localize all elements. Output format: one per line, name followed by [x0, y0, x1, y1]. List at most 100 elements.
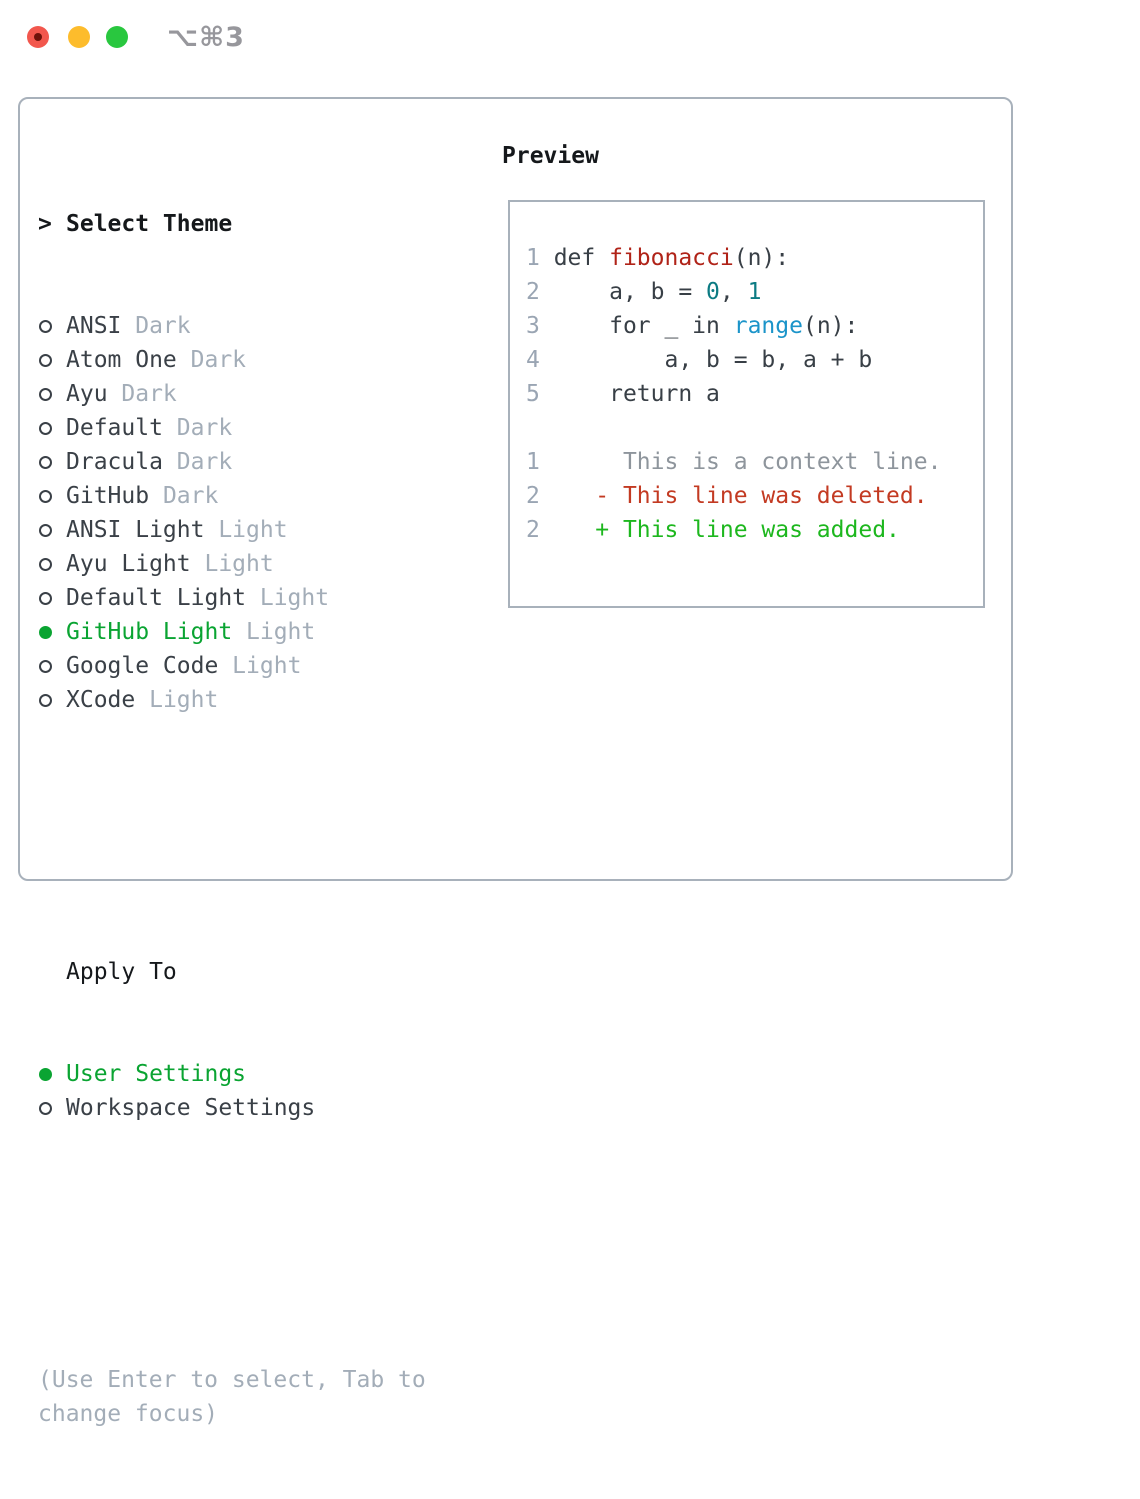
theme-variant-tag: Light	[232, 619, 316, 645]
code-segment-code: def	[553, 245, 610, 271]
code-segment-code: a, b =	[553, 279, 707, 305]
theme-option-ayu[interactable]: Ayu Dark	[38, 377, 478, 411]
code-segment-fn: fibonacci	[609, 245, 734, 271]
select-theme-header: > Select Theme	[38, 207, 478, 241]
theme-option-default-light[interactable]: Default Light Light	[38, 581, 478, 615]
apply-to-title: Apply To	[66, 959, 177, 985]
window-titlebar: ⌥⌘3	[0, 0, 1140, 74]
radio-icon	[38, 1091, 66, 1125]
code-segment-ctx: This is a context line.	[622, 449, 942, 475]
theme-variant-tag: Dark	[176, 347, 247, 373]
theme-name: ANSI	[66, 313, 122, 339]
radio-selected-icon	[38, 615, 66, 649]
preview-title: Preview	[502, 143, 599, 169]
theme-option-ansi[interactable]: ANSI Dark	[38, 309, 478, 343]
code-line	[526, 411, 941, 445]
code-line: 2 + This line was added.	[526, 513, 941, 547]
section-gap	[38, 1227, 478, 1261]
theme-name: Default Light	[66, 585, 247, 611]
theme-option-github[interactable]: GitHub Dark	[38, 479, 478, 513]
radio-icon	[38, 411, 66, 445]
theme-name: XCode	[66, 687, 136, 713]
apply-option-label: Workspace Settings	[66, 1095, 316, 1121]
window-title-shortcut: ⌥⌘3	[167, 22, 245, 53]
code-segment-code: (n):	[802, 313, 859, 339]
code-line: 5 return a	[526, 377, 941, 411]
code-segment-num: 1	[747, 279, 762, 305]
code-segment-ln: 3	[526, 313, 554, 339]
theme-variant-tag: Light	[204, 517, 288, 543]
code-segment-call: range	[733, 313, 803, 339]
code-segment-del: - This line was deleted.	[595, 483, 928, 509]
theme-option-ayu-light[interactable]: Ayu Light Light	[38, 547, 478, 581]
theme-name: Ayu	[66, 381, 108, 407]
theme-name: Atom One	[66, 347, 177, 373]
theme-option-atom-one[interactable]: Atom One Dark	[38, 343, 478, 377]
select-theme-title: Select Theme	[66, 211, 233, 237]
radio-icon	[38, 581, 66, 615]
theme-name: GitHub Light	[66, 619, 233, 645]
theme-variant-tag: Dark	[149, 483, 219, 509]
theme-variant-tag: Light	[218, 653, 302, 679]
code-segment-ln: 2	[526, 483, 554, 509]
radio-icon	[38, 513, 66, 547]
apply-option-workspace-settings[interactable]: Workspace Settings	[38, 1091, 478, 1125]
radio-icon	[38, 445, 66, 479]
code-segment-ln: 2	[526, 517, 554, 543]
code-line: 2 - This line was deleted.	[526, 479, 941, 513]
theme-option-xcode[interactable]: XCode Light	[38, 683, 478, 717]
screenshot-root: { "titlebar": { "shortcut": "⌥⌘3" }, "th…	[0, 0, 1140, 1427]
theme-name: Ayu Light	[66, 551, 191, 577]
code-segment-code: return a	[553, 381, 720, 407]
code-segment-num: 0	[706, 279, 720, 305]
radio-icon	[38, 479, 66, 513]
theme-variant-tag: Light	[190, 551, 274, 577]
radio-icon	[38, 343, 66, 377]
theme-variant-tag: Light	[246, 585, 330, 611]
code-segment-code	[554, 483, 596, 509]
code-segment-code: for _ in	[553, 313, 734, 339]
radio-selected-icon	[38, 1057, 66, 1091]
theme-name: ANSI Light	[66, 517, 205, 543]
code-segment-ln: 4	[526, 347, 554, 373]
theme-option-default[interactable]: Default Dark	[38, 411, 478, 445]
code-segment-code: ,	[719, 279, 748, 305]
zoom-button[interactable]	[106, 26, 128, 48]
minimize-button[interactable]	[68, 26, 90, 48]
section-gap	[38, 819, 478, 853]
code-segment-ln: 5	[526, 381, 554, 407]
apply-option-user-settings[interactable]: User Settings	[38, 1057, 478, 1091]
radio-icon	[38, 649, 66, 683]
code-segment-code	[554, 517, 596, 543]
theme-variant-tag: Dark	[107, 381, 177, 407]
theme-variant-tag: Dark	[162, 415, 233, 441]
hint-text-line: change focus)	[38, 1401, 219, 1427]
radio-icon	[38, 377, 66, 411]
code-segment-code: a, b = b, a + b	[553, 347, 873, 373]
apply-option-label: User Settings	[66, 1061, 247, 1087]
radio-icon	[38, 309, 66, 343]
code-line: 4 a, b = b, a + b	[526, 343, 941, 377]
theme-option-ansi-light[interactable]: ANSI Light Light	[38, 513, 478, 547]
theme-option-github-light[interactable]: GitHub Light Light	[38, 615, 478, 649]
code-segment-ln: 1	[526, 245, 554, 271]
theme-option-google-code[interactable]: Google Code Light	[38, 649, 478, 683]
close-button[interactable]	[27, 26, 49, 48]
radio-icon	[38, 683, 66, 717]
code-segment-ln: 1	[526, 449, 554, 475]
theme-name: Google Code	[66, 653, 219, 679]
theme-name: GitHub	[66, 483, 150, 509]
code-line: 1 This is a context line.	[526, 445, 941, 479]
theme-option-dracula[interactable]: Dracula Dark	[38, 445, 478, 479]
apply-to-indent	[38, 955, 66, 989]
code-segment-code	[554, 449, 623, 475]
apply-to-header: Apply To	[38, 955, 478, 989]
code-segment-code: (n):	[733, 245, 790, 271]
code-segment-add: + This line was added.	[595, 517, 900, 543]
